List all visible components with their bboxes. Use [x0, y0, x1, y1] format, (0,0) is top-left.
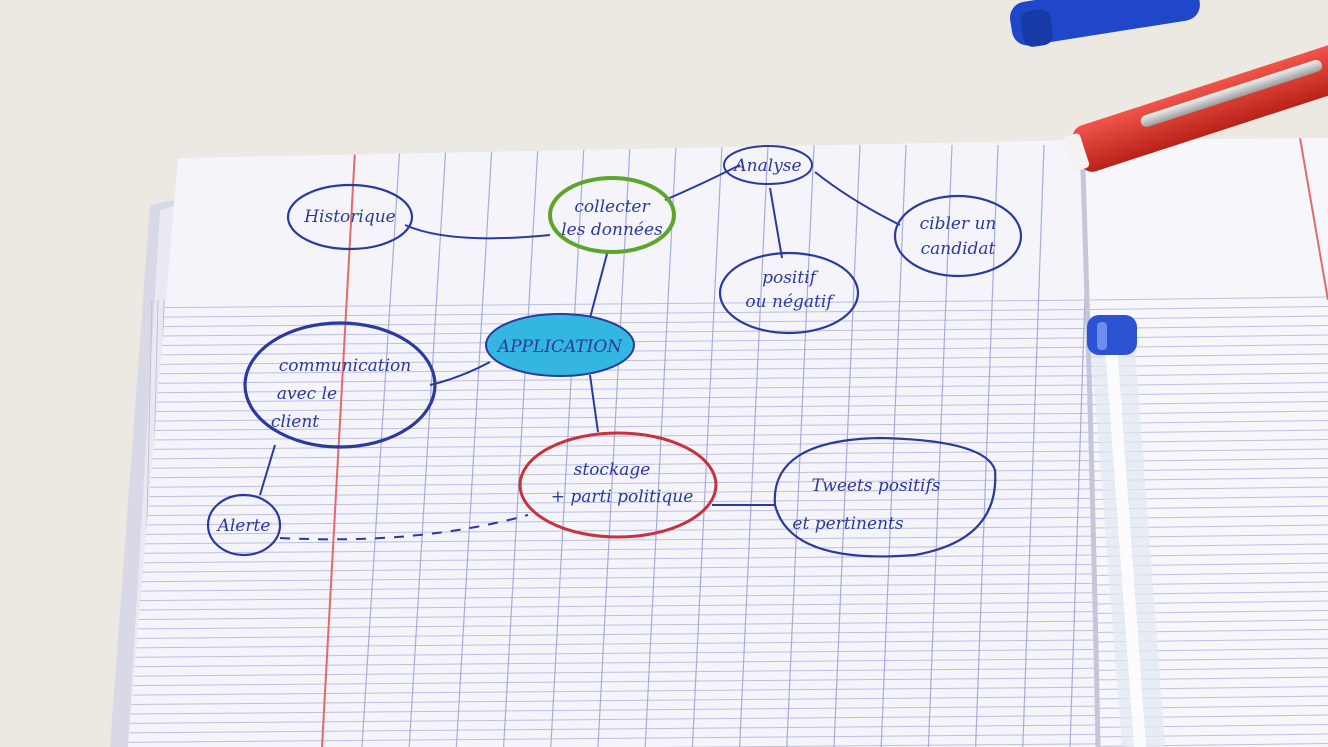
- node-collecter-line-2: les données: [561, 220, 663, 240]
- red-pen: [1062, 39, 1328, 172]
- node-communication: communication avec le client: [243, 321, 437, 449]
- node-cibler: cibler un candidat: [893, 194, 1023, 278]
- node-cibler-line-1: cibler un: [920, 214, 997, 234]
- node-tweets: Tweets positifs et pertinents: [773, 436, 997, 558]
- node-collecter-line-1: collecter: [574, 197, 650, 217]
- node-cibler-line-2: candidat: [921, 239, 996, 259]
- node-positif-line-2: ou négatif: [745, 292, 835, 312]
- node-alerte: Alerte: [206, 493, 282, 557]
- notebook-left-page: [128, 140, 1098, 747]
- node-historique: Historique: [286, 183, 414, 251]
- node-stockage-line-2: + parti politique: [551, 487, 694, 507]
- node-alerte-label: Alerte: [216, 516, 271, 536]
- node-stockage-line-1: stockage: [574, 460, 651, 480]
- connector-lines: [259, 164, 901, 541]
- node-historique-label: Historique: [303, 207, 396, 227]
- node-communication-line-1: communication: [279, 356, 411, 376]
- node-communication-line-2: avec le: [277, 384, 337, 404]
- node-collecter: collecter les données: [548, 176, 676, 254]
- node-tweets-line-1: Tweets positifs: [812, 476, 941, 496]
- node-positif: positif ou négatif: [718, 251, 860, 335]
- mind-map: Historique collecter les données Analyse…: [206, 145, 1023, 558]
- node-application-label: APPLICATION: [496, 337, 624, 357]
- node-analyse: Analyse: [723, 145, 813, 185]
- node-communication-line-3: client: [271, 412, 319, 432]
- node-positif-line-1: positif: [762, 268, 819, 288]
- node-tweets-line-2: et pertinents: [792, 514, 903, 534]
- node-application: APPLICATION: [485, 313, 635, 377]
- node-stockage: stockage + parti politique: [518, 431, 718, 539]
- ballpoint-pen: [1087, 315, 1165, 747]
- blue-marker: [1009, 0, 1200, 47]
- node-analyse-label: Analyse: [732, 156, 801, 176]
